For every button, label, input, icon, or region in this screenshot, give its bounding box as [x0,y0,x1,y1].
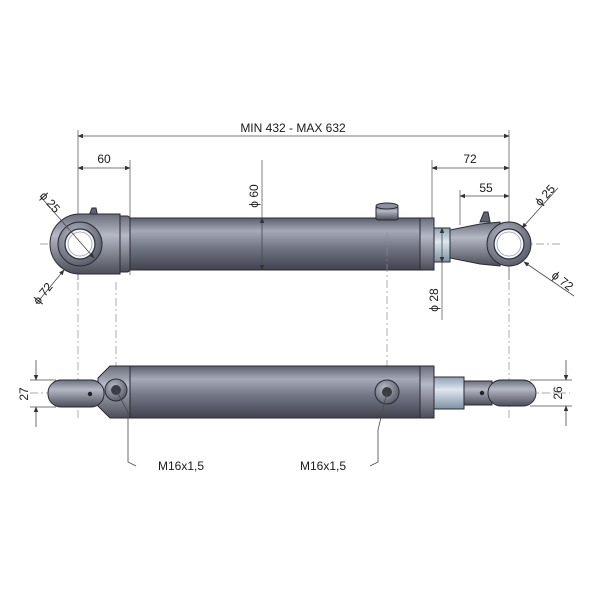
grease-nipple-right [479,211,491,223]
right-eye-bushing [496,231,522,257]
left-eye-width-label: 27 [17,387,31,401]
right-pin-diameter-label: ϕ 25 [532,182,558,209]
left-eye-outer-diameter-label: ϕ 72 [30,280,56,307]
right-pin-diameter-leader [521,187,559,229]
barrel-diameter-label: ϕ 60 [247,184,261,208]
left-eye-outer-diameter-leader [35,269,65,305]
right-eye-outer-diameter-leader [523,261,575,297]
side-gland-nut [419,365,435,419]
top-view: MIN 432 - MAX 632 60 72 55 [30,121,576,320]
side-piston-rod [433,376,465,410]
rod-diameter-label: ϕ 28 [427,288,441,312]
right-port-thread-label: M16x1,5 [300,459,346,473]
left-pin-diameter-leader [39,195,95,259]
side-right-grease-hole [479,390,485,396]
side-left-grease-hole [87,391,93,397]
cylinder-barrel [127,217,433,271]
port-boss-top-face [375,202,399,210]
left-eye-offset-label: 60 [97,152,111,166]
right-eye-offset-label: 72 [463,152,477,166]
right-rod-eye-shank [449,221,501,267]
side-view: 27 26 M16x1,5 M16x1,5 [17,232,572,473]
side-right-eye-tang [487,379,537,407]
gland-nut [419,217,435,271]
right-port-leader [369,391,388,467]
left-eye-bushing [67,231,93,257]
right-pin-offset-label: 55 [479,181,493,195]
side-rod-end-shank [463,380,493,406]
left-port-leader [115,389,137,467]
side-left-eye-tang [47,379,105,408]
overall-length-label: MIN 432 - MAX 632 [240,121,346,135]
left-pin-diameter-label: ϕ 25 [37,189,63,216]
right-eye-width-label: 26 [551,386,565,400]
right-eye-outer-diameter-label: ϕ 72 [549,268,576,294]
left-port-thread-label: M16x1,5 [158,459,204,473]
